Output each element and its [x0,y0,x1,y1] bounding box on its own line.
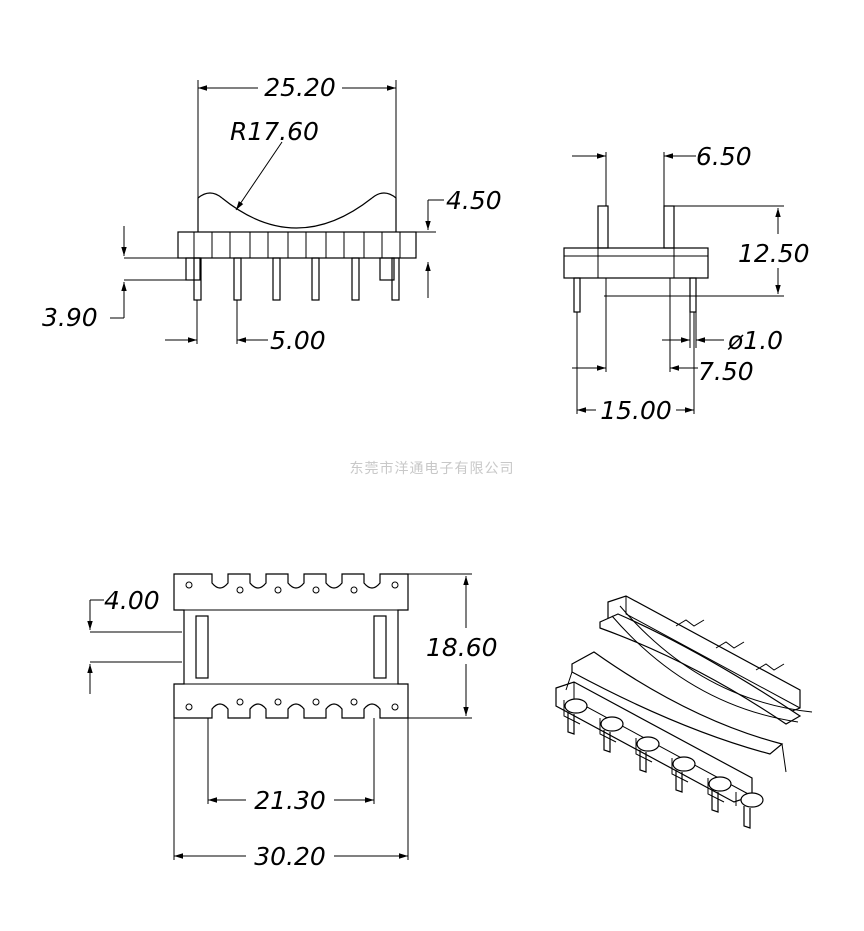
isometric-view [555,595,813,829]
front-pin-pitch-label: 5.00 [270,326,326,355]
front-base-height-label: 3.90 [42,303,98,332]
front-top-height-label: 4.50 [446,186,502,215]
front-width-label: 25.20 [264,73,336,102]
bottom-inner-width-label: 21.30 [254,786,326,815]
side-top-offset-label: 6.50 [696,142,752,171]
front-radius-label: R17.60 [230,117,319,146]
bottom-view: 4.00 18.60 21.30 30.20 [87,573,498,871]
bottom-slot-width-label: 4.00 [104,586,160,615]
front-view: 25.20 R17.60 4.50 3.90 5.00 [42,73,502,355]
bottom-depth-label: 18.60 [426,633,498,662]
side-pin-offset-label: 7.50 [698,357,754,386]
side-pin-diameter-label: ø1.0 [727,326,783,355]
side-height-label: 12.50 [738,239,810,268]
bottom-outer-width-label: 30.20 [254,842,326,871]
company-name: 东莞市洋通电子有限公司 [350,460,515,477]
side-width-label: 15.00 [600,396,672,425]
side-view: 6.50 12.50 ø1.0 7.50 15.00 [563,142,810,425]
